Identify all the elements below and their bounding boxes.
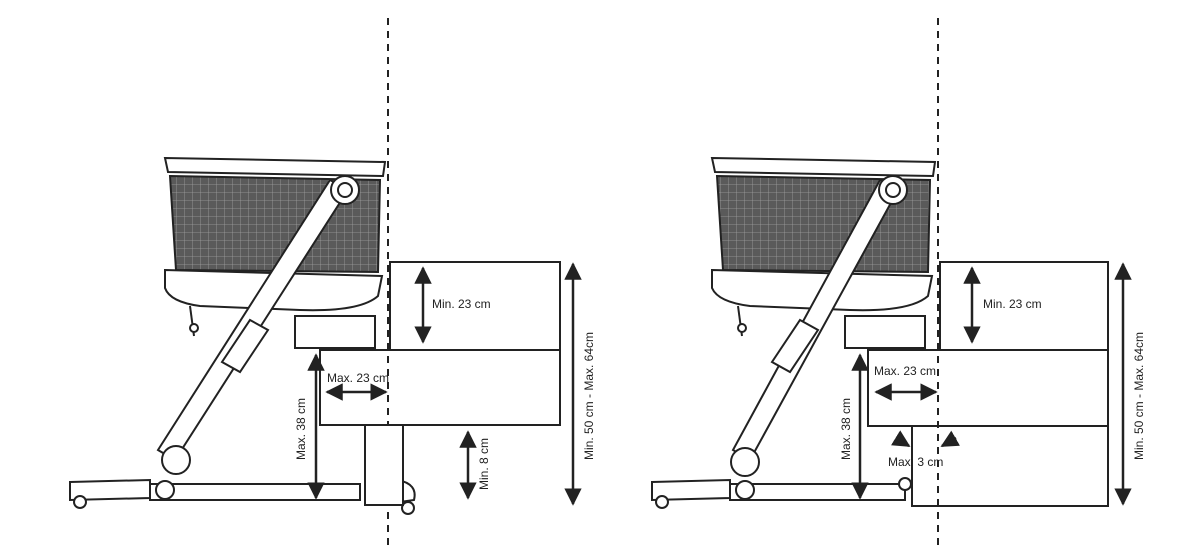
label-max-under: Max. 38 cm xyxy=(839,398,853,460)
label-min-gap: Min. 23 cm xyxy=(432,297,491,311)
max-gap-arrow-left xyxy=(891,430,911,448)
adult-bed-frame xyxy=(319,349,561,426)
label-max-side: Max. 23 cm xyxy=(327,371,389,385)
label-total-height: Min. 50 cm - Max. 64cm xyxy=(582,332,596,460)
diagram-right: Min. 23 cm Max. 23 cm Max. 38 cm Max. 3 … xyxy=(651,18,1146,550)
adult-bed-frame xyxy=(867,349,1109,427)
max-gap-arrow-right xyxy=(940,430,961,448)
diagram-left: Min. 23 cm Max. 23 cm Max. 38 cm Min. 8 … xyxy=(69,18,596,550)
label-min-leg: Min. 8 cm xyxy=(477,438,491,490)
label-max-under: Max. 38 cm xyxy=(294,398,308,460)
bedside-crib-illustration xyxy=(651,156,937,509)
label-total-height: Min. 50 cm - Max. 64cm xyxy=(1132,332,1146,460)
label-min-gap: Min. 23 cm xyxy=(983,297,1042,311)
adult-bed-base xyxy=(911,425,1109,507)
label-max-side: Max. 23 cm xyxy=(874,364,936,378)
bedside-crib-illustration xyxy=(69,156,416,515)
label-max-gap: Max. 3 cm xyxy=(888,455,943,469)
